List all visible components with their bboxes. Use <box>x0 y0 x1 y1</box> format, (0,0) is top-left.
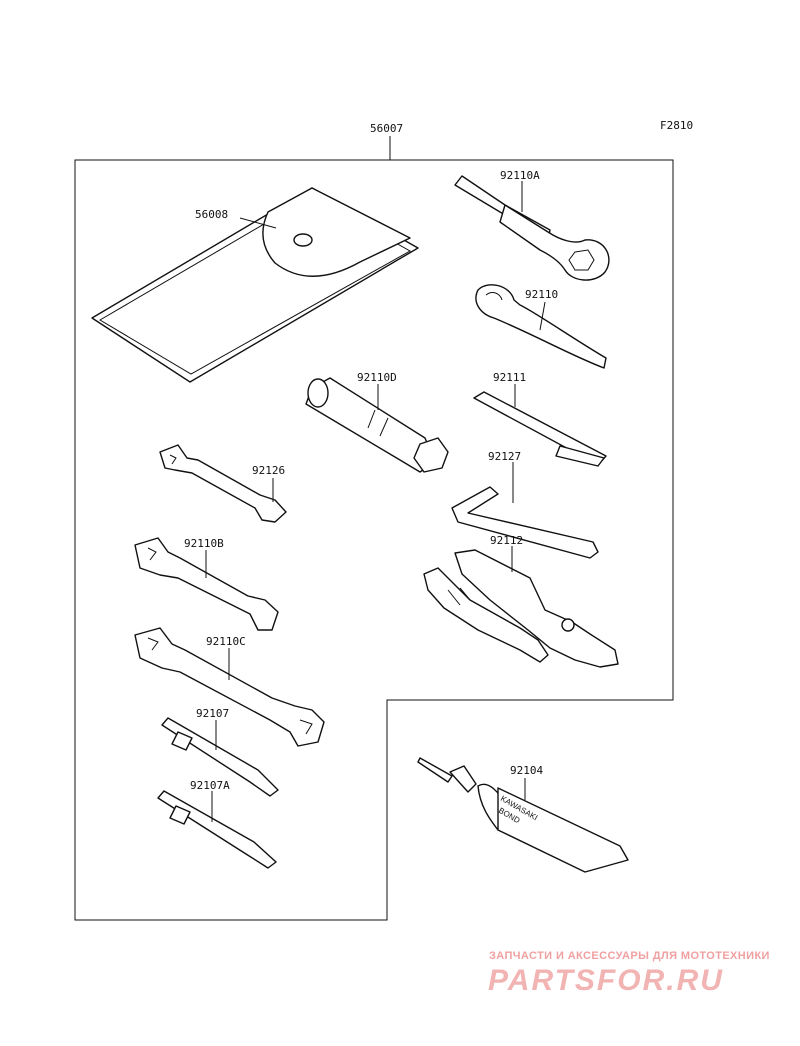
label-92107A: 92107A <box>190 779 230 792</box>
ring-wrench <box>454 175 610 281</box>
screwdriver <box>161 717 279 797</box>
label-92110C: 92110C <box>206 635 246 648</box>
watermark-tagline: ЗАПЧАСТИ И АКСЕССУАРЫ ДЛЯ МОТОТЕХНИКИ <box>489 950 770 962</box>
bond-tube: KAWASAKI BOND <box>417 757 629 873</box>
label-92110D: 92110D <box>357 371 397 384</box>
tool-bag <box>91 187 419 383</box>
figure-code: F2810 <box>660 119 693 132</box>
kit-outline <box>74 159 674 921</box>
label-92127: 92127 <box>488 450 521 463</box>
label-92104: 92104 <box>510 764 543 777</box>
label-92111: 92111 <box>493 371 526 384</box>
socket-wrench <box>305 377 449 473</box>
open-wrench-b <box>134 537 279 631</box>
open-wrench-small <box>159 444 287 523</box>
label-92112: 92112 <box>490 534 523 547</box>
label-56008: 56008 <box>195 208 228 221</box>
label-92110: 92110 <box>525 288 558 301</box>
label-92126: 92126 <box>252 464 285 477</box>
open-wrench-c <box>134 627 325 747</box>
label-56007: 56007 <box>370 122 403 135</box>
watermark-logo: PARTSFOR.RU <box>488 964 724 997</box>
hook-wrench <box>475 284 607 369</box>
screwdriver-a <box>157 790 277 869</box>
bar-tool <box>473 384 607 467</box>
pliers <box>423 546 619 668</box>
label-92107: 92107 <box>196 707 229 720</box>
label-92110A: 92110A <box>500 169 540 182</box>
hex-key <box>451 462 599 559</box>
label-92110B: 92110B <box>184 537 224 550</box>
